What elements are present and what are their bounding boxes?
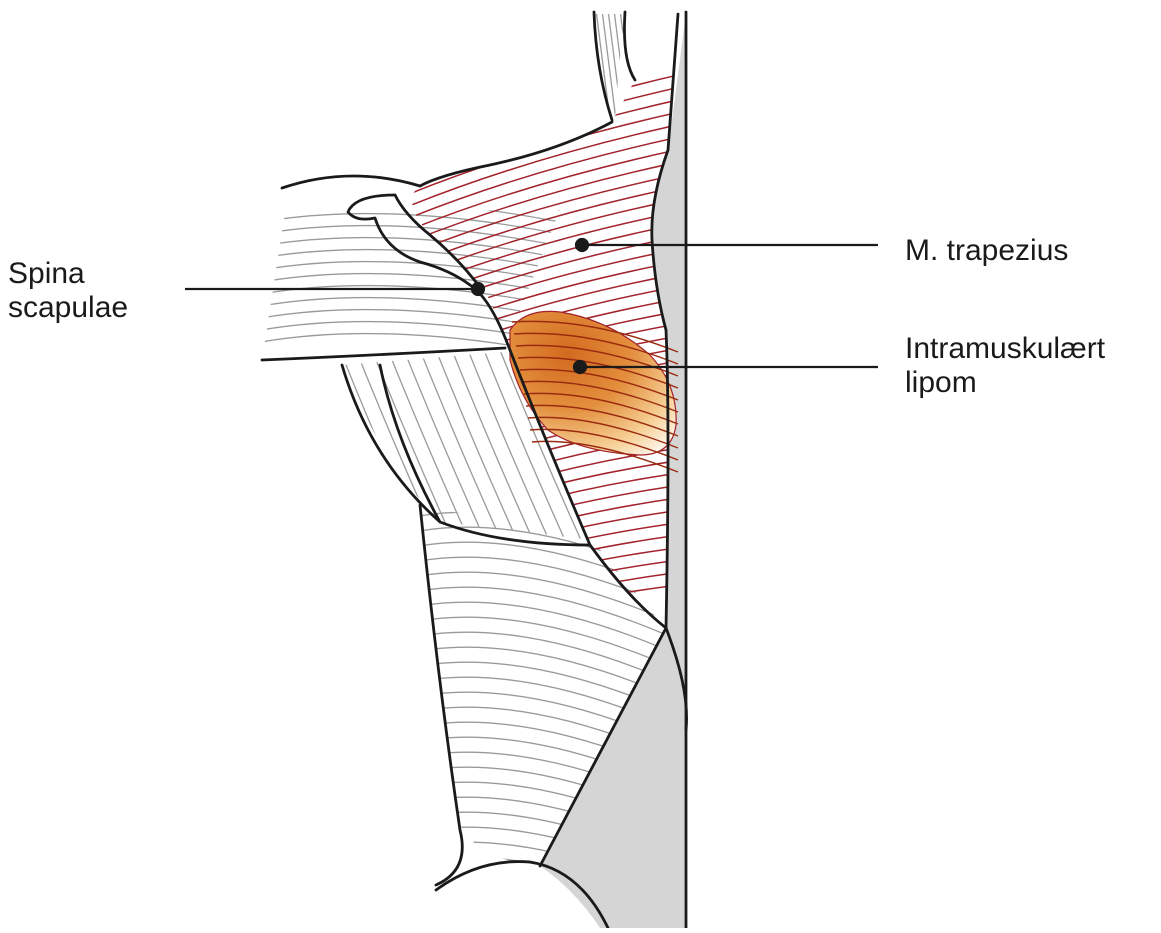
- fiber-line: [602, 10, 616, 120]
- spina-label-line2: scapulae: [8, 291, 128, 325]
- fiber-line: [620, 10, 634, 120]
- fiber-line: [614, 10, 628, 120]
- spina-scapulae-label: Spina scapulae: [8, 257, 128, 325]
- lipoma-label: Intramuskulært lipom: [905, 332, 1105, 400]
- fiber-line: [380, 483, 700, 567]
- trapezius-label-text: M. trapezius: [905, 234, 1068, 268]
- fiber-line: [380, 495, 700, 578]
- fiber-line: [380, 120, 700, 218]
- fiber-line: [250, 298, 560, 318]
- fiber-line: [608, 10, 622, 120]
- spina-dot: [472, 283, 484, 295]
- lipom-label-line2: lipom: [905, 366, 1105, 400]
- trapezius-dot: [576, 239, 588, 251]
- trapezius-label: M. trapezius: [905, 234, 1068, 268]
- fiber-line: [380, 445, 700, 530]
- fiber-line: [250, 262, 560, 282]
- spina-label-line1: Spina: [8, 257, 128, 291]
- fiber-line: [380, 108, 700, 207]
- lipom-label-line1: Intramuskulært: [905, 332, 1105, 366]
- lipom-dot: [574, 361, 586, 373]
- fiber-line: [250, 274, 560, 294]
- fiber-line: [380, 95, 700, 194]
